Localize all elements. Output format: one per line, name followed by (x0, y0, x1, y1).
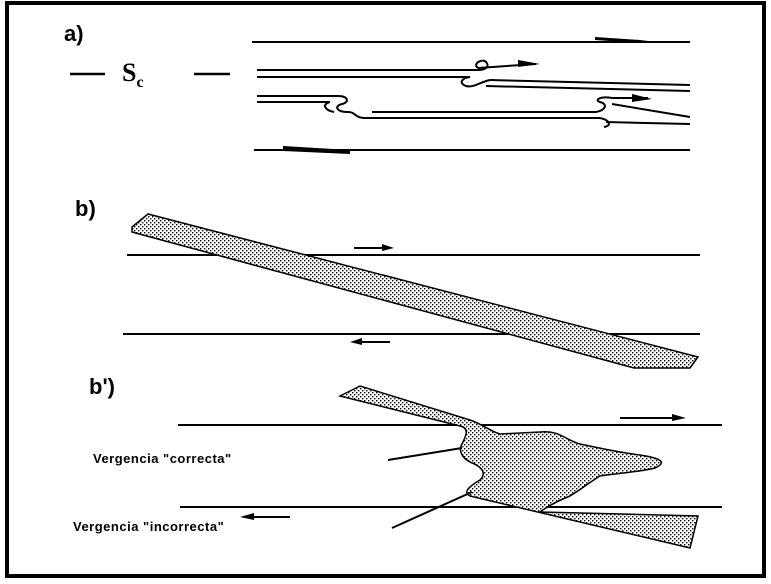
shear-arrow (518, 60, 540, 67)
shear-line (612, 104, 690, 117)
stippled-band (132, 214, 698, 368)
panel-b-label: b) (75, 196, 96, 222)
sc-label: Sc (122, 58, 144, 92)
shear-arrow-bottom-left (283, 146, 350, 154)
shear-arrow-left (240, 513, 254, 520)
panel-a-label: a) (64, 21, 84, 47)
panel-b-prime-drawing (178, 386, 722, 548)
shear-line (486, 86, 690, 91)
shear-arrow-left (350, 338, 362, 345)
shear-arrow (632, 94, 652, 102)
sc-subscript: c (136, 74, 143, 91)
shear-arrow-right (382, 244, 394, 251)
annotation-vergencia-incorrecta: Vergencia "incorrecta" (73, 519, 224, 534)
leader-line-incorrect (392, 492, 472, 528)
deformed-stippled-band (340, 386, 698, 548)
shear-line (490, 80, 690, 85)
annotation-vergencia-correcta: Vergencia "correcta" (93, 451, 232, 466)
panel-a-drawing (70, 37, 690, 154)
panel-b-prime-label: b') (89, 374, 115, 400)
panel-b-drawing (123, 214, 700, 368)
leader-line-correct (388, 448, 462, 460)
shear-arrow-right (672, 414, 686, 421)
sc-main: S (122, 58, 136, 87)
shear-line (606, 122, 690, 124)
